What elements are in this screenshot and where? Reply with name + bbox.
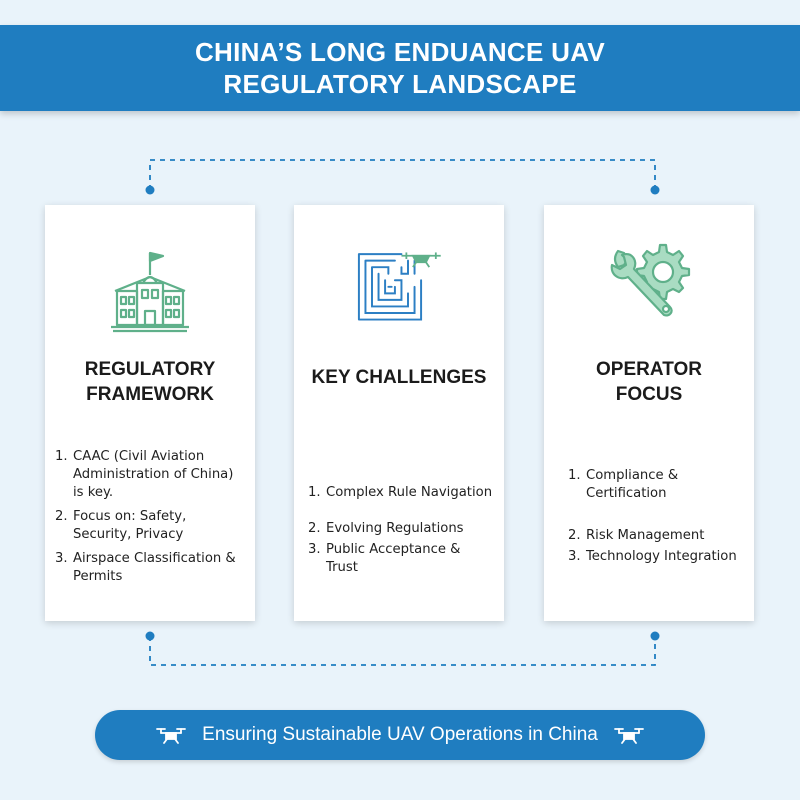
list-item: 3.Airspace Classification & Permits: [55, 551, 236, 584]
connector-dot: [145, 631, 155, 641]
list-item: 3.Technology Integration: [568, 549, 737, 564]
card-regulatory-framework: REGULATORY FRAMEWORK 1.CAAC (Civil Aviat…: [45, 205, 255, 621]
list-item: 1.Complex Rule Navigation: [308, 485, 493, 500]
header-banner: CHINA’S LONG ENDUANCE UAV REGULATORY LAN…: [0, 25, 800, 111]
list-item: 3.Public Acceptance & Trust: [308, 542, 461, 575]
title-line-2: REGULATORY LANDSCAPE: [223, 69, 577, 99]
card-operator-focus: OPERATOR FOCUS 1.Compliance & Certificat…: [544, 205, 754, 621]
connector-dot: [650, 631, 660, 641]
list-item: 1.Compliance & Certification: [568, 468, 679, 501]
card-list: 1.CAAC (Civil Aviation Administration of…: [55, 448, 247, 586]
list-item: 2.Risk Management: [568, 528, 705, 543]
government-building-icon: [111, 251, 189, 333]
card-list: 1.Complex Rule Navigation 2.Evolving Reg…: [308, 484, 496, 577]
card-key-challenges: KEY CHALLENGES 1.Complex Rule Navigation…: [294, 205, 504, 621]
list-item: 2.Focus on: Safety, Security, Privacy: [55, 509, 187, 542]
footer-banner: Ensuring Sustainable UAV Operations in C…: [95, 710, 705, 760]
wrench-gear-icon: [610, 243, 691, 317]
card-list: 1.Compliance & Certification 2.Risk Mana…: [568, 467, 746, 566]
connector-dot: [650, 185, 660, 195]
card-title: OPERATOR FOCUS: [596, 359, 702, 405]
card-title: KEY CHALLENGES: [311, 367, 487, 388]
list-item: 1.CAAC (Civil Aviation Administration of…: [55, 449, 234, 500]
connector-dot: [145, 185, 155, 195]
drone-icon: [613, 728, 644, 744]
card-title: REGULATORY FRAMEWORK: [84, 359, 216, 405]
bottom-connector: [149, 636, 656, 666]
top-connector: [149, 159, 656, 190]
drone-icon: [156, 728, 187, 744]
footer-text: Ensuring Sustainable UAV Operations in C…: [202, 724, 598, 745]
list-item: 2.Evolving Regulations: [308, 521, 464, 536]
maze-drone-icon: [357, 252, 441, 321]
title-line-1: CHINA’S LONG ENDUANCE UAV: [194, 37, 606, 67]
